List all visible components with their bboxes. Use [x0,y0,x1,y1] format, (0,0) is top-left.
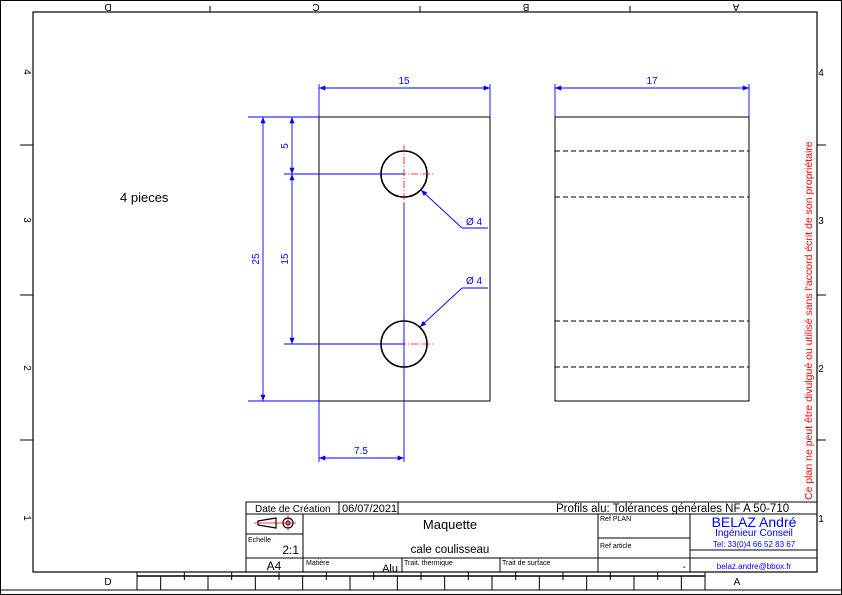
tolerances-text: Profils alu: Tolérances générales NF A 5… [556,503,789,515]
dimension-labels: 15 17 5 15 25 7.5 Ø 4 Ø 4 [251,76,658,457]
top-border-letters: D C B A [104,1,739,12]
company-name: BELAZ André [712,514,797,530]
border-number-2-left: 2 [21,365,32,371]
border-number-2-right: 2 [818,364,824,375]
dim-width-front: 15 [398,76,410,87]
dim-total-height: 25 [251,253,262,265]
title-block-text: Date de Création 06/07/2021 Profils alu:… [248,503,797,575]
scale-label: Echelle [248,537,271,544]
date-value: 06/07/2021 [342,503,397,515]
date-label: Date de Création [255,504,331,515]
border-letter-a: A [732,1,739,12]
scale-value: 2:1 [282,543,299,557]
bottom-border-letters: D A [104,577,740,588]
quantity-note: 4 pieces [120,190,169,205]
material-value: Alu [382,563,398,575]
ref-plan-label: Ref PLAN [600,516,631,523]
projection-symbol-icon [254,515,296,531]
right-border-ticks [817,144,826,441]
copyright-notice: Ce plan ne peut être divulgué ou utilisé… [803,141,815,500]
border-number-3-right: 3 [818,216,824,227]
company-role: Ingénieur Conseil [715,528,793,539]
border-number-1-left: 1 [21,515,32,521]
ref-article-label: Ref article [600,543,632,550]
border-number-1-right: 1 [818,514,824,525]
left-border-ticks [20,144,33,441]
company-email: belaz.andre@bbox.fr [717,562,792,571]
dim-width-side: 17 [646,76,658,87]
right-border-numbers: 4 3 2 1 [818,68,824,525]
border-letter-a-bottom: A [734,577,741,588]
material-label: Matière [306,560,329,567]
treatment-label: Trait. thermique [404,560,453,567]
border-letter-c: C [312,1,319,12]
dim-hole-diameter-2: Ø 4 [466,276,483,287]
front-view [318,116,491,402]
dim-hole-x-offset: 7.5 [354,446,368,457]
top-border-ticks [209,6,631,12]
side-view-outline [554,116,750,402]
front-view-outline [318,116,491,402]
dim-hole-diameter-1: Ø 4 [466,217,483,228]
border-number-4-left: 4 [21,69,32,75]
border-letter-b: B [522,1,529,12]
border-number-3-left: 3 [21,217,32,223]
drawing-subtitle: cale coulisseau [411,544,490,556]
format-value: A4 [267,559,282,573]
border-letter-d-bottom: D [104,577,111,588]
dimensions [248,84,750,462]
title-block [245,501,818,573]
border-number-4-right: 4 [818,68,824,79]
left-border-numbers: 4 3 2 1 [21,69,32,521]
dim-top-offset: 5 [280,143,291,149]
side-view [554,116,750,402]
company-phone: Tel: 33(0)4 66 52 83 67 [713,540,796,549]
border-letter-d: D [104,1,111,12]
dim-hole-spacing: 15 [280,253,291,265]
dash-value: - [683,562,686,573]
surface-label: Trait de surface [502,560,550,567]
drawing-title: Maquette [423,517,477,532]
bottom-scale-bar [136,572,706,590]
hidden-lines [555,150,749,368]
